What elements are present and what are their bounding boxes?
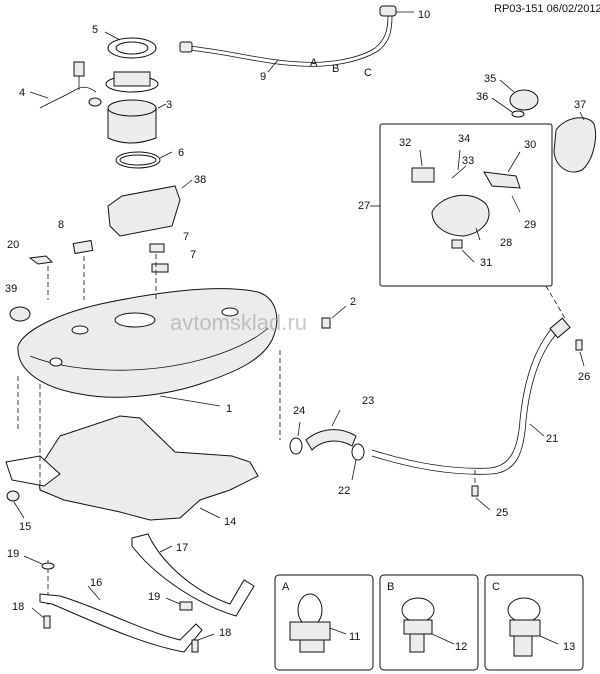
assembly-line-filler: [279, 259, 567, 440]
detail-box-a: A 11: [274, 574, 374, 671]
callout-5: 5: [92, 24, 98, 36]
pad-8: [72, 239, 94, 255]
line-marker-c: C: [364, 67, 372, 79]
pad-7-lower: [151, 263, 169, 273]
callout-20: 20: [7, 239, 19, 251]
detail-box-b-part: 12: [455, 641, 467, 653]
washer-19-right: [165, 597, 193, 611]
assembly-line-pads: [83, 254, 157, 300]
clip-20: [28, 255, 54, 265]
callout-14: 14: [224, 516, 236, 528]
callout-4: 4: [19, 87, 25, 99]
detail-box-a-letter: A: [282, 581, 290, 593]
strap-bolt-18-right: [191, 633, 215, 653]
filler-door-37: [553, 111, 596, 173]
line-marker-a: A: [310, 57, 318, 69]
callout-30: 30: [524, 139, 536, 151]
fuel-feed-pipe-9: [179, 15, 393, 73]
detail-box-a-part: 11: [349, 631, 360, 643]
callout-27: 27: [358, 200, 370, 212]
callout-19-right: 19: [148, 591, 160, 603]
hose-clamp-24: [289, 421, 303, 455]
tank-strap-16: [39, 585, 203, 653]
callout-39: 39: [5, 283, 17, 295]
detail-box-c-part: 13: [563, 641, 575, 653]
callout-10: 10: [418, 9, 430, 21]
module-bracket-38: [107, 179, 193, 237]
seal-ring-6: [115, 151, 173, 169]
callout-9: 9: [260, 71, 266, 83]
cap-tether-36: [491, 97, 525, 118]
callout-18-left: 18: [12, 601, 24, 613]
hose-clamp-22: [351, 443, 365, 481]
callout-16: 16: [90, 577, 102, 589]
line-marker-b: B: [332, 63, 339, 75]
callout-1: 1: [226, 403, 232, 415]
fuel-line-connector-10: [379, 5, 414, 17]
callout-26: 26: [578, 371, 590, 383]
callout-2: 2: [350, 296, 356, 308]
callout-31: 31: [480, 257, 492, 269]
callout-34: 34: [458, 133, 470, 145]
tank-strap-17: [131, 533, 255, 617]
callout-8: 8: [58, 219, 64, 231]
detail-box-c: C 13: [484, 574, 584, 671]
diagram-reference: RP03-151 06/02/2012: [494, 3, 600, 15]
callout-24: 24: [293, 405, 305, 417]
callout-7-lower: 7: [190, 249, 196, 261]
lock-ring-5: [104, 31, 157, 59]
detail-box-b-letter: B: [387, 581, 394, 593]
assembly-line-left: [17, 266, 49, 606]
filler-pipe-21: [371, 317, 571, 475]
fuel-cap-35: [499, 79, 539, 111]
callout-28: 28: [500, 237, 512, 249]
fuel-tank-1: [17, 288, 278, 407]
bolt-2: [321, 305, 347, 329]
callout-7-upper: 7: [183, 231, 189, 243]
tank-shield-14: [5, 415, 259, 521]
callout-23: 23: [362, 395, 374, 407]
callout-15: 15: [19, 521, 31, 533]
detail-box-b: B 12: [379, 574, 479, 671]
grommet-15: [6, 490, 25, 519]
callout-17: 17: [176, 542, 188, 554]
detail-box-c-letter: C: [492, 581, 500, 593]
fuel-level-sensor-4: [29, 61, 102, 109]
callout-3: 3: [166, 99, 172, 111]
callout-38: 38: [194, 174, 206, 186]
bumper-39: [9, 306, 31, 322]
washer-19-left: [23, 555, 55, 570]
callout-22: 22: [338, 485, 350, 497]
callout-21: 21: [546, 433, 558, 445]
callout-32: 32: [399, 137, 411, 149]
callout-6: 6: [178, 147, 184, 159]
watermark: avtomsklad.ru: [170, 310, 307, 335]
callout-36: 36: [476, 91, 488, 103]
bolt-26: [575, 339, 585, 367]
filler-hose-23: [305, 409, 357, 451]
callout-29: 29: [524, 219, 536, 231]
filler-housing-group-27: [370, 123, 553, 287]
callout-25: 25: [496, 507, 508, 519]
fuel-pump-module-3: [105, 71, 167, 144]
callout-37: 37: [574, 99, 586, 111]
bolt-25: [471, 470, 491, 511]
callout-35: 35: [484, 73, 496, 85]
pad-7-upper: [149, 243, 165, 253]
callout-19-left: 19: [7, 548, 19, 560]
callout-18-right: 18: [219, 627, 231, 639]
strap-bolt-18-left: [31, 607, 51, 629]
callout-33: 33: [462, 155, 474, 167]
